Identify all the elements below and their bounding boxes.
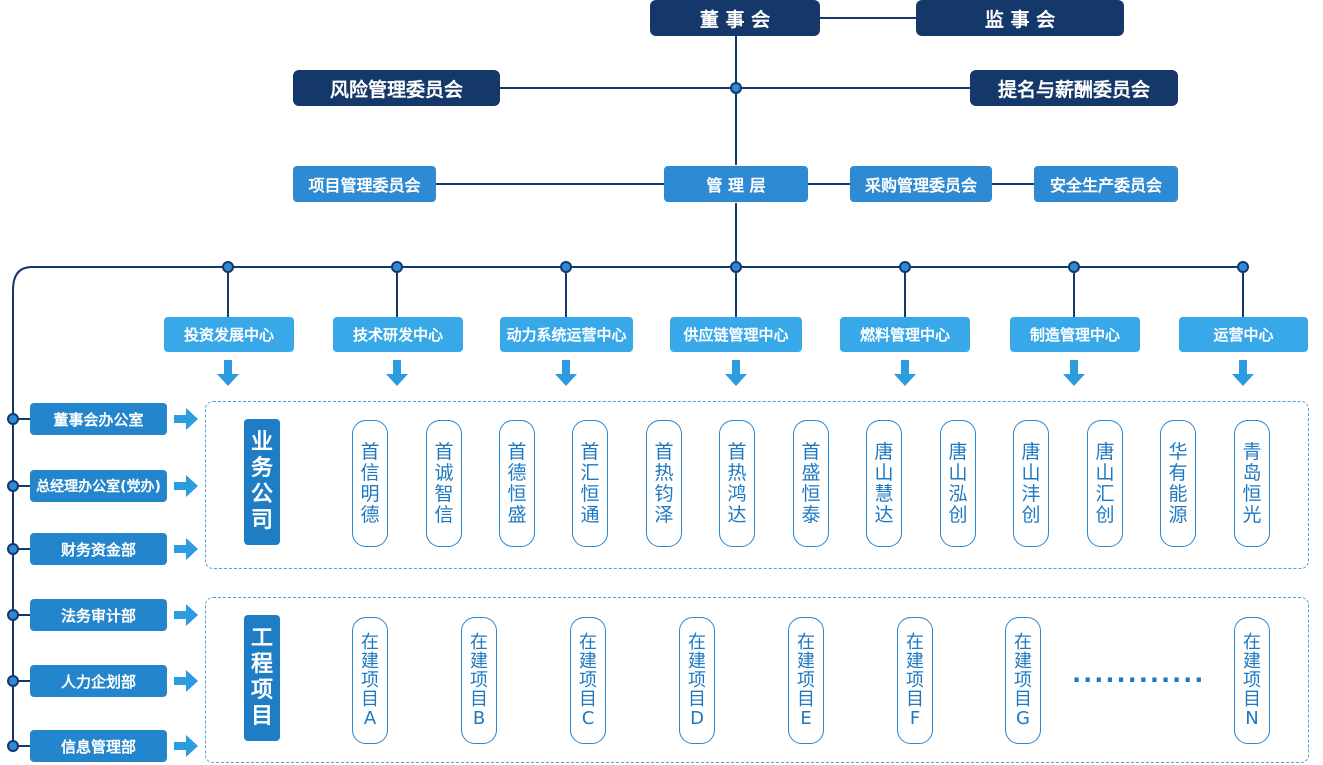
business-companies-label: 业务公司	[244, 419, 280, 545]
char: 务	[250, 456, 273, 481]
company-column: 首热鸿达	[719, 420, 755, 547]
department-box: 总经理办公室(党办)	[30, 470, 167, 502]
center-box: 供应链管理中心	[670, 317, 802, 352]
company-column: 首诚智信	[426, 420, 462, 547]
department-box: 信息管理部	[30, 730, 167, 762]
company-column: 首汇恒通	[572, 420, 608, 547]
company-column: 首热钧泽	[646, 420, 682, 547]
center-box: 动力系统运营中心	[500, 317, 633, 352]
management-box: 管 理 层	[664, 166, 808, 202]
supervisory-board-box: 监 事 会	[916, 0, 1124, 36]
char: 业	[250, 430, 273, 455]
company-column: 首信明德	[352, 420, 388, 547]
engineering-projects-group	[205, 597, 1309, 763]
company-column: 青岛恒光	[1234, 420, 1270, 547]
department-box: 董事会办公室	[30, 403, 167, 435]
department-box: 人力企划部	[30, 665, 167, 697]
company-column: 唐山汇创	[1087, 420, 1123, 547]
center-box: 燃料管理中心	[840, 317, 970, 352]
department-box: 财务资金部	[30, 533, 167, 565]
center-box: 技术研发中心	[333, 317, 463, 352]
char: 目	[250, 704, 273, 729]
board-box: 董 事 会	[650, 0, 820, 36]
char: 司	[250, 508, 273, 533]
business-companies-group	[205, 401, 1309, 569]
project-committee-box: 项目管理委员会	[293, 166, 436, 202]
char: 程	[250, 652, 273, 677]
safety-committee-box: 安全生产委员会	[1034, 166, 1178, 202]
center-box: 投资发展中心	[164, 317, 294, 352]
company-column: 唐山泓创	[940, 420, 976, 547]
char: 项	[250, 678, 273, 703]
char: 工	[250, 626, 273, 651]
more-projects-ellipsis: ············	[1072, 666, 1206, 694]
company-column: 首盛恒泰	[793, 420, 829, 547]
risk-committee-box: 风险管理委员会	[293, 70, 500, 106]
department-box: 法务审计部	[30, 599, 167, 631]
nomination-committee-box: 提名与薪酬委员会	[970, 70, 1178, 106]
engineering-projects-label: 工程项目	[244, 615, 280, 741]
company-column: 唐山慧达	[866, 420, 902, 547]
company-column: 首德恒盛	[499, 420, 535, 547]
company-column: 华有能源	[1160, 420, 1196, 547]
char: 公	[250, 482, 273, 507]
procurement-committee-box: 采购管理委员会	[850, 166, 992, 202]
center-box: 制造管理中心	[1010, 317, 1140, 352]
center-box: 运营中心	[1179, 317, 1308, 352]
company-column: 唐山沣创	[1013, 420, 1049, 547]
